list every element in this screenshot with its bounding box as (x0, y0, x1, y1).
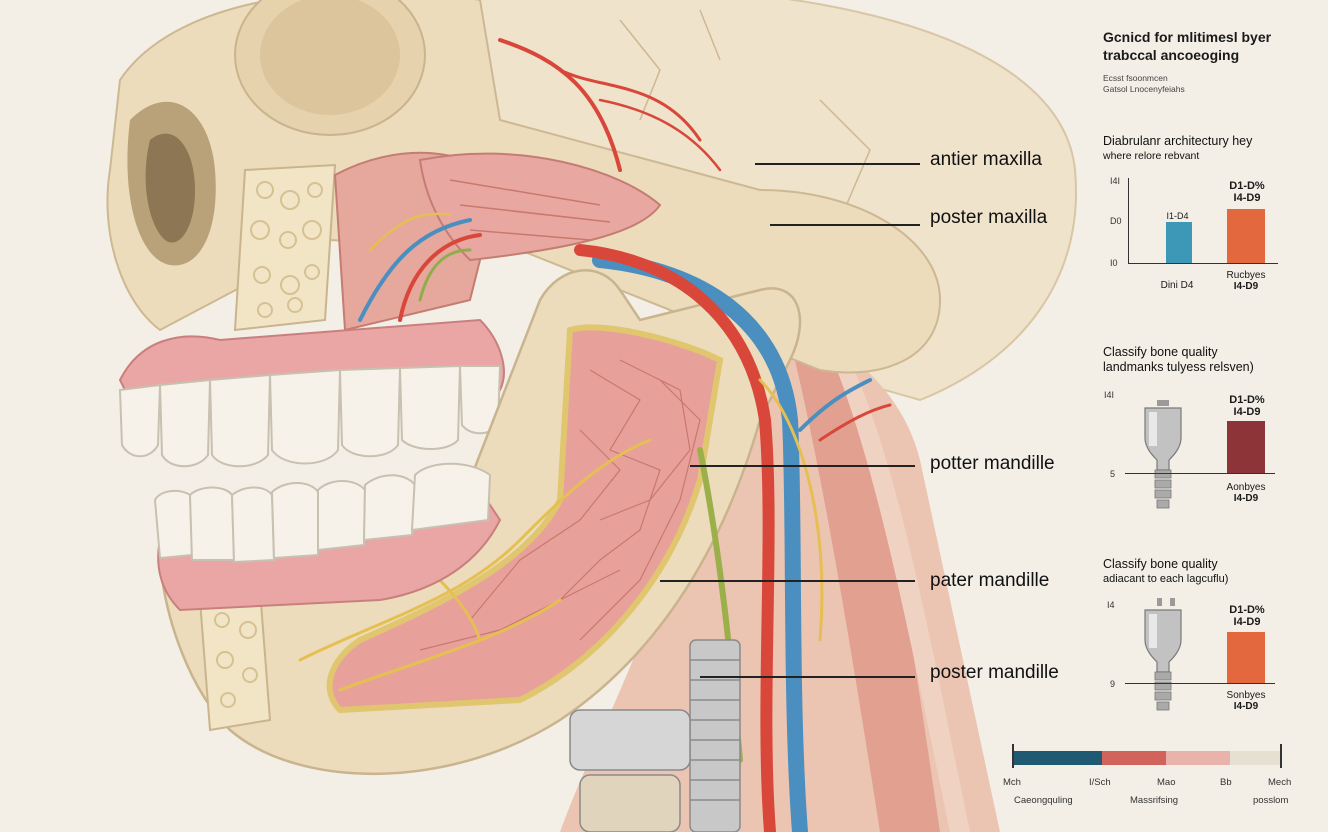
panel1-caption-2-line-2: I4-D9 (1233, 281, 1259, 292)
cranium-cracks (619, 9, 871, 221)
neck-muscle-2 (835, 360, 970, 832)
panel1-tick-2: D0 (1110, 216, 1122, 226)
label-posterior-maxilla: poster maxilla (930, 207, 1048, 228)
panel1-x-axis (1128, 263, 1278, 264)
legend-right-tick (1280, 744, 1282, 768)
legend-mid3-top: Bb (1220, 777, 1232, 788)
panel1-bar-orange (1227, 209, 1265, 263)
title-line-1: Gcnicd for mlitimesl byer (1103, 29, 1272, 45)
leader-line-posterior-mandible-1 (690, 465, 915, 467)
panel2-bar-label: D1-D% I4-D9 (1222, 394, 1272, 418)
skull-jaw-illustration (106, 0, 1077, 832)
label-posterior-mandible-3: poster mandille (930, 662, 1059, 683)
upper-vessels (358, 38, 722, 322)
panel1-heading: Diabrulanr architectury hey where relore… (1103, 134, 1252, 164)
panel2-bar-maroon (1227, 421, 1265, 473)
panel1-bar2-label: D1-D% I4-D9 (1222, 180, 1272, 204)
subtitle: Ecsst fsoonmcen Gatsol Lnocenyfeiahs (1103, 73, 1185, 95)
vertebra (569, 709, 691, 832)
panel1-bar-teal (1166, 222, 1192, 263)
panel3-bar-label: D1-D% I4-D9 (1222, 604, 1272, 628)
legend-mid1-top: I/Sch (1089, 777, 1111, 788)
panel2-caption-line-1: Aonbyes (1226, 482, 1266, 493)
leader-line-anterior-maxilla (755, 163, 920, 165)
panel3-heading-line-2: adiacant to each lagcuflu) (1103, 573, 1229, 585)
panel1-heading-line-1: Diabrulanr architectury hey (1103, 134, 1253, 148)
panel2-bar-label-line-1: D1-D% (1229, 394, 1265, 406)
leader-line-posterior-mandible-3 (700, 676, 915, 678)
page-title: Gcnicd for mlitimesl byer trabccal ancoe… (1103, 28, 1271, 64)
ramus-inner (326, 324, 724, 714)
panel1-tick-1: I4I (1110, 176, 1121, 186)
legend-segment-1 (1014, 751, 1102, 765)
trabecular-network (419, 359, 701, 651)
legend-mid2-top: Mao (1157, 777, 1176, 788)
panel1-caption-1: Dini D4 (1160, 280, 1194, 291)
panel3-heading: Classify bone quality adiacant to each l… (1103, 557, 1228, 587)
spine-column (689, 639, 741, 832)
legend-segment-2 (1102, 751, 1166, 765)
panel1-bar1-label: I1-D4 (1166, 211, 1189, 221)
panel3-tick-2: 9 (1110, 679, 1116, 689)
legend-left-tick (1012, 744, 1014, 768)
legend-left-top: Mch (1003, 777, 1021, 788)
legend-right-bottom: posslom (1253, 795, 1289, 806)
legend-segment-3 (1166, 751, 1230, 765)
panel1-tick-3: I0 (1110, 258, 1118, 268)
lower-teeth (153, 462, 492, 564)
panel2-x-axis (1125, 473, 1275, 474)
trabecular-texture (250, 181, 323, 318)
panel2-tick-1: I4I (1104, 390, 1115, 400)
panel1-heading-line-2: where relore rebvant (1103, 150, 1200, 162)
label-posterior-mandible-1: potter mandille (930, 453, 1055, 474)
label-posterior-mandible-2: pater mandille (930, 570, 1050, 591)
subtitle-line-1: Ecsst fsoonmcen (1103, 73, 1168, 83)
subtitle-line-2: Gatsol Lnocenyfeiahs (1103, 84, 1185, 94)
panel3-caption-line-1: Sonbyes (1226, 690, 1266, 701)
panel2-caption: Aonbyes I4-D9 (1220, 482, 1272, 504)
panel2-bar-label-line-2: I4-D9 (1233, 406, 1261, 418)
panel2-heading: Classify bone quality landmanks tulyess … (1103, 345, 1254, 375)
title-line-2: trabccal ancoeoging (1103, 47, 1240, 63)
panel3-x-axis (1125, 683, 1275, 684)
chin-trabecular (198, 588, 272, 732)
panel2-caption-line-2: I4-D9 (1233, 493, 1259, 504)
panel2-implant-icon (1144, 400, 1182, 509)
legend-right-top: Mech (1268, 777, 1292, 788)
legend-segment-4 (1230, 751, 1280, 765)
panel3-tick-1: I4 (1107, 600, 1115, 610)
panel1-bar2-label-line-1: D1-D% (1229, 180, 1265, 192)
leader-line-posterior-mandible-2 (660, 580, 915, 582)
upper-teeth (118, 364, 502, 468)
label-anterior-maxilla: antier maxilla (930, 149, 1042, 170)
panel2-tick-2: 5 (1110, 469, 1116, 479)
panel1-caption-2: Rucbyes I4-D9 (1220, 270, 1272, 292)
panel2-heading-line-2: landmanks tulyess relsven) (1103, 360, 1254, 374)
panel3-bar-orange (1227, 632, 1265, 683)
neck-vessels (574, 244, 892, 832)
panel3-heading-line-1: Classify bone quality (1103, 557, 1218, 571)
panel1-bar2-label-line-2: I4-D9 (1233, 192, 1261, 204)
panel3-implant-icon (1144, 598, 1182, 711)
panel1-y-axis (1128, 178, 1129, 264)
panel3-bar-label-line-1: D1-D% (1229, 604, 1265, 616)
legend-mid-bottom: Massrifsing (1130, 795, 1179, 806)
panel2-heading-line-1: Classify bone quality (1103, 345, 1218, 359)
leader-line-posterior-maxilla (770, 224, 920, 226)
panel3-caption: Sonbyes I4-D9 (1220, 690, 1272, 712)
panel1-caption-2-line-1: Rucbyes (1226, 270, 1266, 281)
legend-left-bottom: Caeongquling (1014, 795, 1073, 806)
panel3-caption-line-2: I4-D9 (1233, 701, 1259, 712)
panel3-bar-label-line-2: I4-D9 (1233, 616, 1261, 628)
